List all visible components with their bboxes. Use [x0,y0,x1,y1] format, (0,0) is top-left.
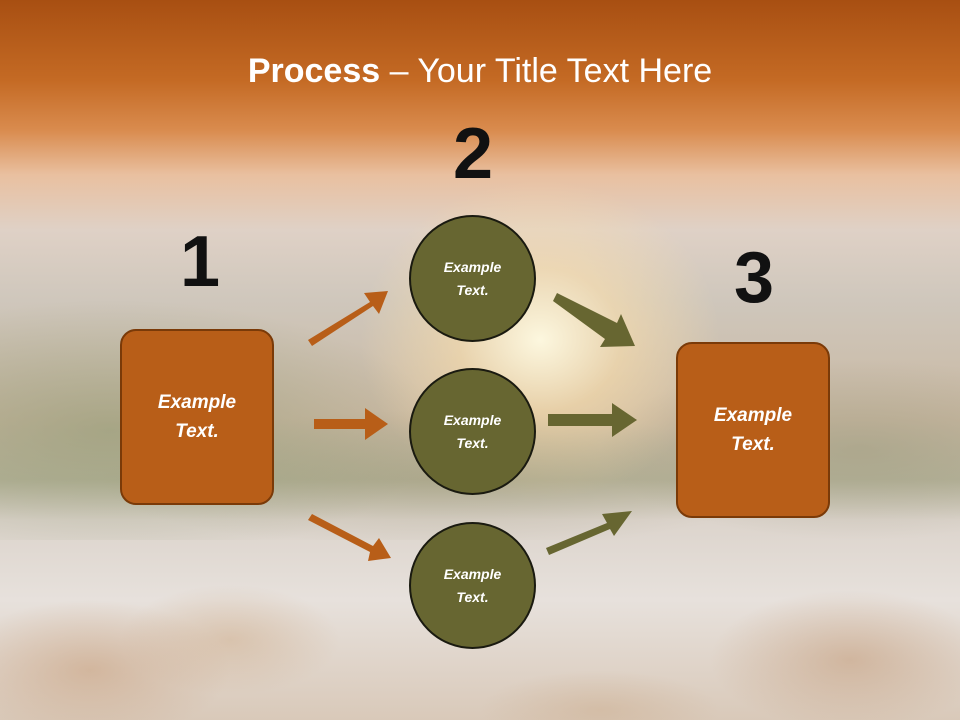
arrow-middle-to-box3 [548,403,637,437]
step-number-1: 1 [179,222,221,302]
arrow-box1-to-middle [314,408,388,440]
title-bold: Process [247,52,381,90]
step-number-2: 2 [452,114,494,194]
step-1-box[interactable]: Example Text. [120,329,274,505]
step-3-label: Example Text. [713,405,793,455]
step-1-label: Example Text. [157,392,237,442]
arrow-top-to-box3 [553,293,635,347]
circle-top[interactable]: Example Text. [409,215,536,342]
arrow-box1-to-bottom [308,514,391,561]
circle-middle-label: Example Text. [443,411,502,451]
step-3-box[interactable]: Example Text. [676,342,830,518]
circle-top-label: Example Text. [443,258,502,298]
circle-bottom[interactable]: Example Text. [409,522,536,649]
circle-middle[interactable]: Example Text. [409,368,536,495]
title-rest: – Your Title Text Here [380,52,713,90]
step-number-3: 3 [733,238,775,318]
arrow-box1-to-top [308,291,388,346]
arrow-bottom-to-box3 [546,511,632,555]
slide-title: Process – Your Title Text Here [0,52,960,91]
circle-bottom-label: Example Text. [443,565,502,605]
